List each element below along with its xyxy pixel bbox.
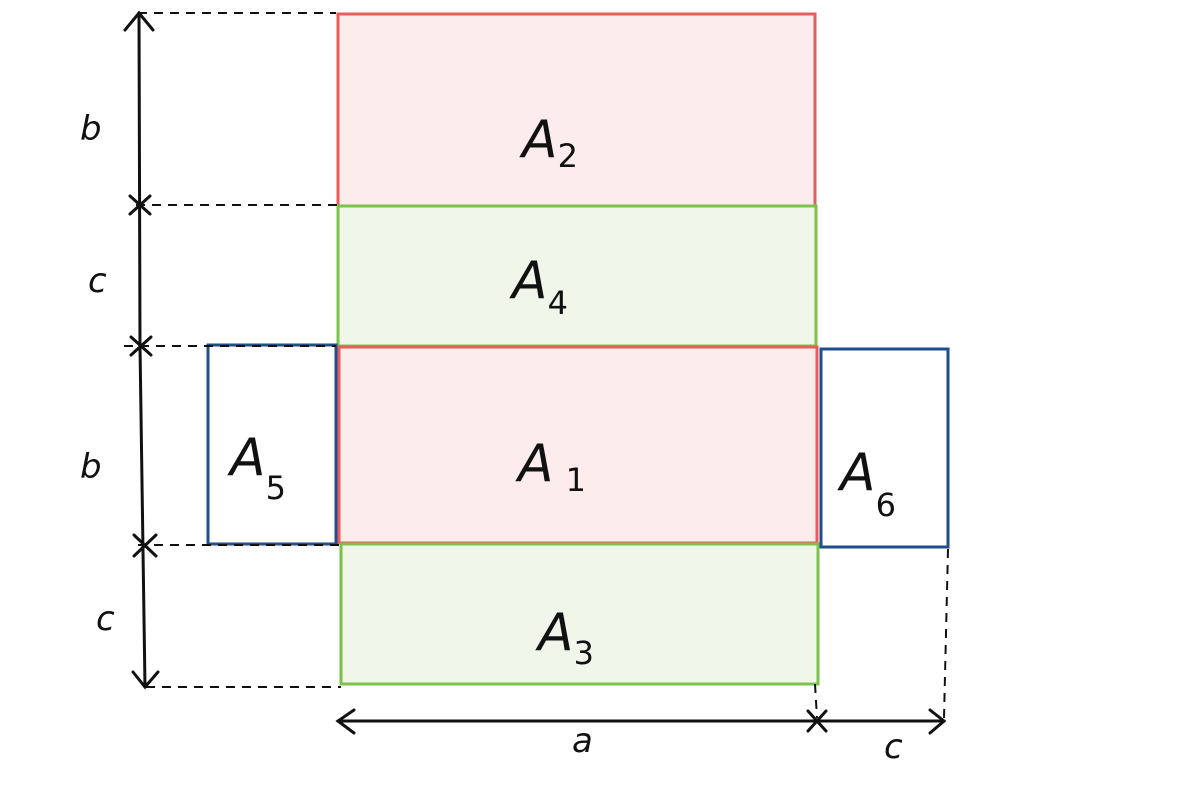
dim-label-b-lower: b	[80, 447, 102, 487]
dim-label-b-top: b	[80, 109, 102, 149]
rect-a3	[339, 542, 820, 686]
rect-a4	[336, 204, 818, 348]
label-a4: A4	[509, 251, 568, 322]
rect-a5	[206, 343, 338, 546]
rect-a6	[819, 347, 950, 549]
dashed-guides	[124, 12, 949, 719]
dim-label-c-bottom: c	[96, 599, 115, 639]
dim-label-c-upper: c	[88, 261, 107, 301]
label-a3: A3	[535, 603, 594, 672]
rect-a2	[336, 12, 817, 208]
horizontal-dimension-line	[335, 708, 947, 735]
label-a6: A6	[837, 443, 896, 524]
rect-a1	[337, 345, 819, 545]
dim-label-c-right: c	[884, 727, 903, 767]
vertical-dimension-line	[123, 10, 160, 690]
dim-label-a: a	[572, 721, 593, 761]
label-a2: A2	[519, 110, 578, 175]
label-a5: A5	[227, 428, 286, 507]
